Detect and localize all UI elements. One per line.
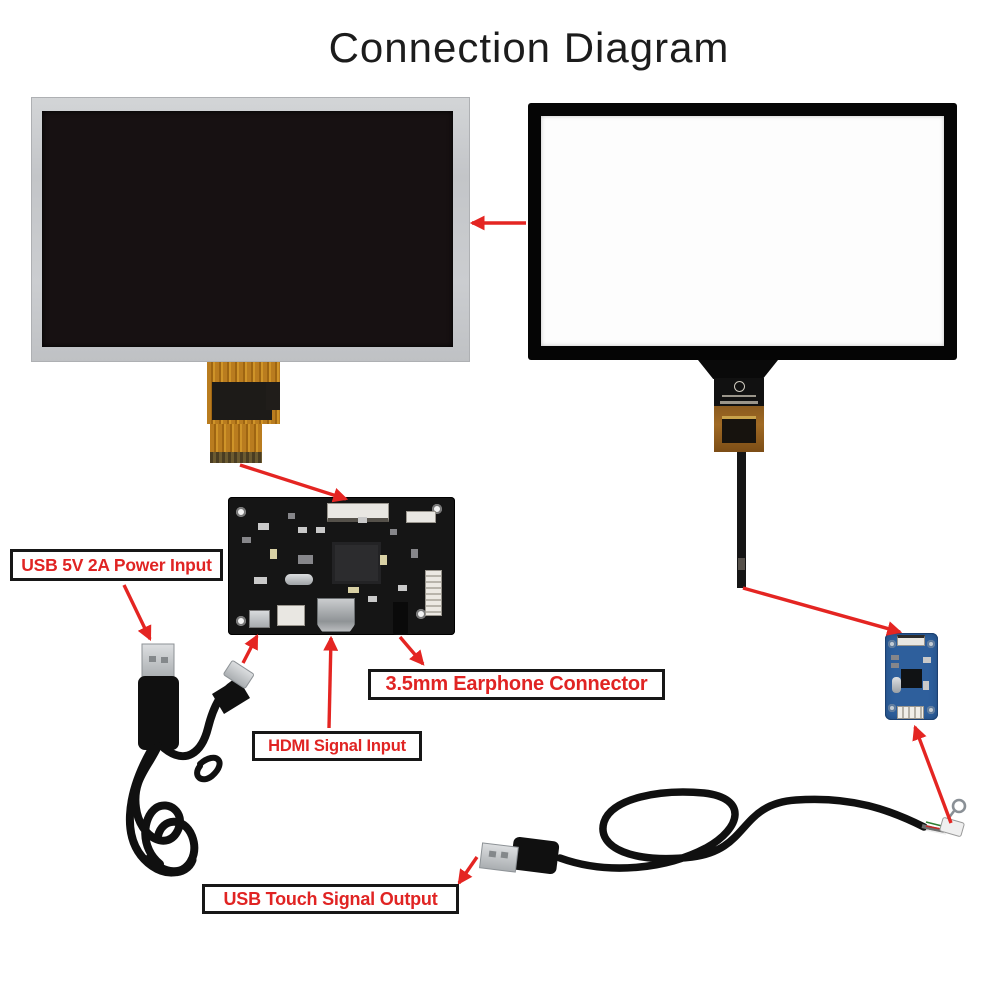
- touch-tail-ribbon: [737, 452, 746, 588]
- arrow-jack-to-earphone-label: [398, 635, 425, 666]
- arrow-cable-to-touch-pcb: [912, 724, 953, 824]
- wire-red: [925, 825, 947, 831]
- label-usb-touch-output: USB Touch Signal Output: [202, 884, 459, 914]
- lcd-controller-board: [228, 497, 455, 635]
- mounting-hole: [236, 507, 246, 517]
- pcb-component: [298, 527, 307, 533]
- lcd-panel: [31, 97, 470, 362]
- touch-output-connector: [897, 706, 924, 719]
- pcb-component: [258, 523, 269, 530]
- pcb-component: [242, 537, 251, 543]
- cable-to-micro-usb: [160, 680, 238, 761]
- pcb-component: [298, 555, 313, 564]
- lcd-flex-driver-chip: [212, 382, 272, 420]
- mounting-hole: [432, 504, 442, 514]
- usb-power-cable: [126, 643, 254, 877]
- earphone-jack: [393, 602, 408, 635]
- backlight-connector: [277, 605, 305, 626]
- touch-ic-chip: [901, 669, 922, 688]
- crystal-oscillator: [285, 574, 313, 585]
- lcd-screen: [42, 111, 453, 347]
- touch-tail-neck: [698, 360, 778, 379]
- hdmi-port: [317, 598, 355, 632]
- usb-a-overmold: [510, 837, 560, 874]
- pcb-component: [891, 663, 899, 668]
- micro-usb-port: [249, 610, 270, 628]
- wire-bundle: [921, 824, 945, 833]
- tail-marking: [720, 401, 758, 404]
- pcb-component: [288, 513, 295, 519]
- pcb-component: [358, 517, 367, 523]
- pcb-component: [348, 587, 359, 593]
- touch-tail-connector: [722, 416, 756, 443]
- usb-plug-hole: [488, 850, 497, 858]
- touch-screen-glass: [541, 116, 944, 346]
- cable-loop: [131, 742, 184, 868]
- mounting-hole: [888, 640, 896, 648]
- cable-hook: [194, 754, 223, 783]
- lcd-flex-driver-chip: [266, 382, 280, 410]
- arrow-power-label-to-usb: [122, 584, 152, 642]
- metal-ring: [951, 798, 967, 814]
- usb-plug-hole: [149, 656, 156, 662]
- usb-a-overmold: [138, 676, 179, 750]
- wire-end-connector: [939, 817, 965, 837]
- main-ic-chip: [332, 542, 381, 584]
- pcb-component: [923, 681, 929, 690]
- touch-tail-label-area: [714, 378, 764, 407]
- arrow-lcd-flex-to-board: [239, 463, 349, 503]
- usb-plug-hole: [500, 851, 509, 859]
- crystal-oscillator: [892, 677, 901, 693]
- pcb-component: [368, 596, 377, 602]
- micro-usb-overmold: [212, 678, 250, 714]
- pcb-component: [380, 555, 387, 565]
- lcd-flex-ribbon-tail: [210, 424, 262, 454]
- arrow-hdmi-label-to-port: [323, 635, 339, 729]
- mounting-hole: [888, 704, 896, 712]
- pcb-component: [411, 549, 418, 558]
- touch-tail-ribbon-mark: [738, 558, 745, 570]
- label-usb-power-input: USB 5V 2A Power Input: [10, 549, 223, 581]
- touch-controller-pcb: [885, 633, 938, 720]
- pcb-component: [923, 657, 931, 663]
- touch-screen-digitizer: [528, 103, 957, 360]
- wire-white: [925, 829, 947, 835]
- tail-marking: [722, 395, 756, 397]
- arrow-usb-to-touch-label: [457, 856, 479, 885]
- lcd-flex-contact-edge: [210, 452, 262, 463]
- usb-touch-cable: [478, 788, 967, 874]
- pcb-component: [254, 577, 267, 584]
- mounting-hole: [236, 616, 246, 626]
- pcb-component: [270, 549, 277, 559]
- label-earphone-connector: 3.5mm Earphone Connector: [368, 669, 665, 700]
- pcb-component: [398, 585, 407, 591]
- pcb-component: [316, 527, 325, 533]
- cable-loop: [126, 748, 199, 877]
- pcb-component: [891, 655, 899, 660]
- touch-ffc-connector: [897, 635, 925, 646]
- mounting-hole: [416, 609, 426, 619]
- label-hdmi-signal-input: HDMI Signal Input: [252, 731, 422, 761]
- page-title: Connection Diagram: [328, 24, 730, 71]
- mounting-hole: [927, 706, 935, 714]
- usb-a-plug: [478, 842, 519, 873]
- micro-usb-plug: [223, 660, 254, 689]
- cable-loop: [145, 853, 197, 877]
- key-connector: [425, 570, 442, 616]
- arrow-touch-tail-to-pcb: [742, 586, 903, 636]
- ring-link: [946, 810, 956, 820]
- cable-loops: [556, 788, 928, 872]
- usb-a-plug: [141, 643, 175, 679]
- pcb-component: [390, 529, 397, 535]
- arrow-microusb-to-board: [241, 634, 259, 664]
- touch-vendor-logo: [734, 381, 745, 392]
- wire-green: [925, 821, 947, 828]
- usb-plug-hole: [161, 657, 168, 663]
- mounting-hole: [927, 640, 935, 648]
- speaker-connector: [406, 511, 436, 523]
